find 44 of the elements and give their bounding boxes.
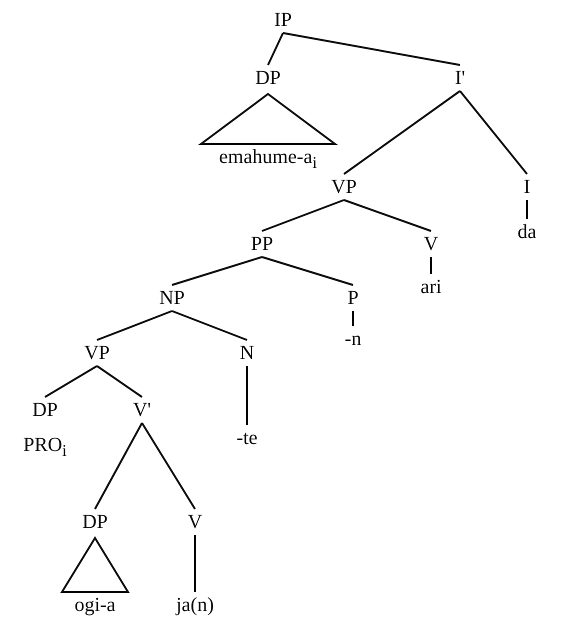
tree-branch	[430, 257, 432, 274]
empty-category-label: PRO$_{i}$	[23, 434, 67, 462]
tree-node-label: DP	[32, 399, 58, 421]
triangle-branch	[60, 536, 130, 593]
tree-branch	[94, 422, 143, 510]
tree-branch	[282, 32, 460, 66]
tree-node-label: ari	[420, 276, 442, 298]
tree-node-label: ogi-a	[74, 594, 116, 616]
tree-node-label: V	[188, 511, 202, 533]
tree-branch	[96, 365, 143, 398]
tree-node-label: VP	[331, 176, 357, 198]
tree-branch	[262, 256, 354, 286]
tree-branch	[44, 365, 98, 398]
tree-branch	[172, 310, 248, 341]
tree-branch	[344, 199, 432, 232]
tree-branch	[343, 90, 461, 175]
tree-branch	[267, 32, 284, 66]
tree-node-label: -n	[344, 328, 362, 350]
tree-node-label: I'	[454, 67, 466, 89]
tree-node-label: N	[240, 342, 254, 364]
tree-branch	[352, 311, 354, 326]
triangle-branch	[198, 92, 338, 145]
tree-node-label: DP	[255, 67, 281, 89]
tree-branch	[194, 535, 196, 592]
tree-node-label: V'	[132, 399, 152, 421]
tree-node-label: NP	[159, 287, 185, 309]
tree-branch	[172, 256, 262, 286]
tree-branch	[459, 90, 528, 175]
tree-node-label: P	[347, 287, 359, 309]
tree-branch	[96, 310, 172, 341]
tree-node-label: da	[518, 221, 536, 243]
tree-node-label: ja(n)	[176, 594, 214, 616]
tree-node-label: -te	[236, 427, 258, 449]
tree-node-label: DP	[82, 511, 108, 533]
tree-branch	[262, 199, 344, 232]
tree-branch	[526, 200, 528, 219]
tree-node-label: I	[524, 176, 530, 198]
tree-node-label: VP	[84, 342, 110, 364]
tree-node-label: PP	[250, 233, 274, 255]
tree-node-label: emahume-a$_{i}$	[219, 146, 317, 174]
tree-node-label: V	[424, 233, 438, 255]
tree-branch	[246, 366, 248, 425]
tree-node-label: IP	[274, 9, 292, 31]
tree-branch	[141, 422, 196, 510]
